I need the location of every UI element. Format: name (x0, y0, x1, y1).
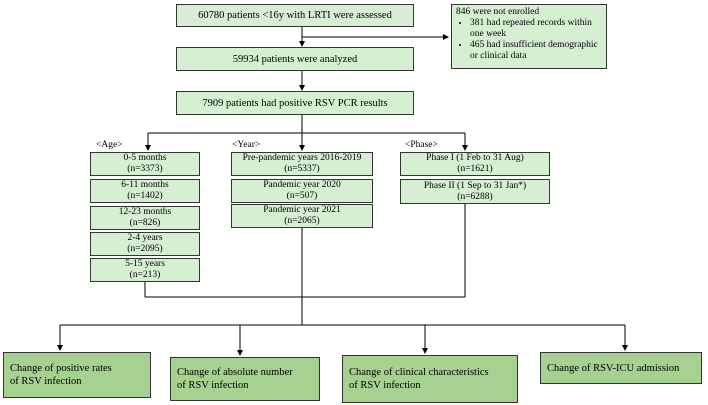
age-name: 12-23 months (118, 207, 172, 217)
excluded-list: 381 had repeated records within one week… (456, 18, 602, 62)
age-count: (n=826) (129, 218, 161, 228)
outcome-line: of RSV infection (10, 376, 82, 387)
outcome-line: of RSV infection (349, 380, 421, 391)
phase-count: (n=1621) (457, 164, 493, 174)
excluded-title: 846 were not enrolled (456, 7, 540, 17)
year-count: (n=2065) (284, 216, 320, 226)
age-box: 2-4 years (n=2095) (90, 232, 200, 256)
phase-count: (n=6288) (457, 191, 493, 202)
outcome-line: Change of clinical characteristics (349, 367, 489, 378)
age-box: 6-11 months (n=1402) (90, 179, 200, 203)
outcome-box-absolute-number: Change of absolute number of RSV infecti… (170, 357, 320, 401)
excluded-item: 465 had insufficient demographic or clin… (470, 40, 602, 62)
age-name: 0-5 months (123, 153, 167, 163)
outcome-line: Change of absolute number (177, 367, 293, 378)
excluded-item: 381 had repeated records within one week (470, 18, 602, 40)
age-caption: <Age> (96, 140, 123, 150)
year-box: Pandemic year 2020 (n=507) (231, 179, 373, 203)
age-box: 12-23 months (n=826) (90, 206, 200, 230)
age-name: 5-15 years (125, 259, 165, 269)
phase-name: Phase I (1 Feb to 31 Aug) (426, 153, 524, 163)
outcome-line: of RSV infection (177, 380, 249, 391)
age-name: 6-11 months (121, 180, 169, 190)
year-name: Pandemic year 2021 (263, 205, 341, 215)
analyzed-text: 59934 patients were analyzed (232, 53, 358, 65)
age-count: (n=213) (129, 270, 161, 280)
year-name: Pre-pandemic years 2016-2019 (242, 153, 362, 163)
outcome-line: Change of RSV-ICU admission (547, 362, 680, 374)
year-count: (n=507) (286, 191, 318, 201)
positive-box: 7909 patients had positive RSV PCR resul… (176, 91, 414, 115)
year-box: Pandemic year 2021 (n=2065) (231, 204, 373, 228)
age-count: (n=1402) (127, 191, 163, 201)
outcome-box-positive-rates: Change of positive rates of RSV infectio… (3, 352, 151, 398)
phase-box: Phase II (1 Sep to 31 Jan*) (n=6288) (400, 179, 550, 204)
outcome-box-icu: Change of RSV-ICU admission (540, 352, 702, 384)
phase-box: Phase I (1 Feb to 31 Aug) (n=1621) (400, 152, 550, 176)
positive-text: 7909 patients had positive RSV PCR resul… (202, 97, 388, 109)
assessed-text: 60780 patients <16y with LRTI were asses… (198, 10, 392, 21)
assessed-box: 60780 patients <16y with LRTI were asses… (176, 4, 414, 27)
age-count: (n=2095) (127, 244, 163, 254)
phase-caption: <Phase> (405, 140, 438, 150)
year-count: (n=5337) (284, 164, 320, 174)
age-box: 5-15 years (n=213) (90, 258, 200, 282)
analyzed-box: 59934 patients were analyzed (176, 47, 414, 71)
year-name: Pandemic year 2020 (263, 180, 341, 190)
age-box: 0-5 months (n=3373) (90, 152, 200, 176)
year-box: Pre-pandemic years 2016-2019 (n=5337) (231, 152, 373, 176)
age-count: (n=3373) (127, 164, 163, 174)
age-name: 2-4 years (127, 233, 163, 243)
year-caption: <Year> (232, 140, 261, 150)
outcome-line: Change of positive rates (10, 363, 112, 374)
excluded-box: 846 were not enrolled 381 had repeated r… (451, 4, 607, 69)
phase-name: Phase II (1 Sep to 31 Jan*) (423, 180, 527, 191)
outcome-box-clinical: Change of clinical characteristics of RS… (342, 355, 518, 403)
